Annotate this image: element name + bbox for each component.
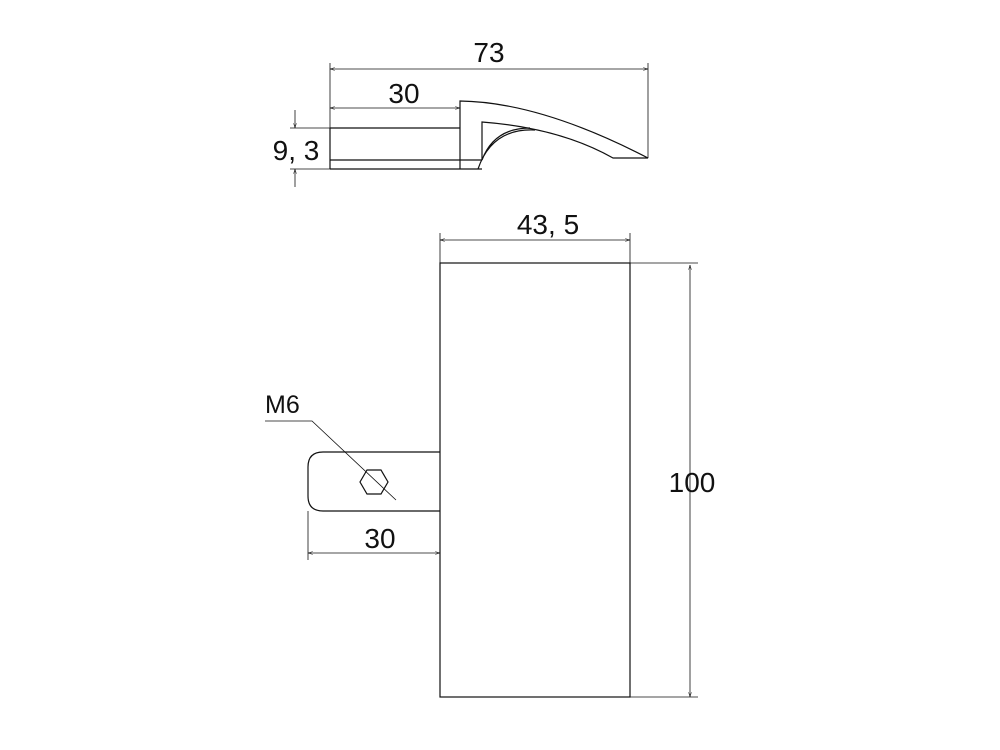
dimension-30-tab: 30 — [364, 523, 395, 554]
part-outline-top — [329, 100, 649, 170]
dimension-73: 73 — [473, 37, 504, 68]
thread-label: M6 — [265, 391, 300, 419]
extension-lines — [290, 63, 649, 170]
mounting-tab — [307, 451, 440, 512]
extension-lines-front — [439, 233, 698, 698]
hex-hole-icon — [359, 469, 389, 495]
plate-outline — [439, 262, 631, 698]
dimension-30-top: 30 — [388, 78, 419, 109]
dimension-thickness: 9, 3 — [273, 135, 320, 166]
curved-relief — [477, 127, 536, 170]
front-view: 43, 5 100 M6 30 — [265, 209, 716, 698]
dimension-43-5: 43, 5 — [517, 209, 579, 240]
thread-leader-line — [265, 420, 397, 501]
dimension-100: 100 — [669, 467, 716, 498]
top-view: 73 30 9, 3 — [273, 37, 649, 187]
